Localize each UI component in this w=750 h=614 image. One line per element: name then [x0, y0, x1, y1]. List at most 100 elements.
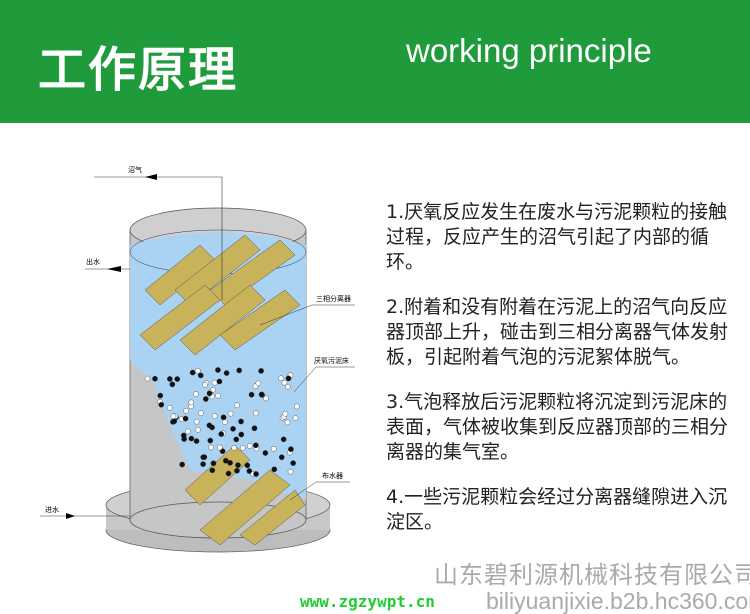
sludge-granule	[231, 445, 237, 451]
sludge-granule	[248, 391, 255, 398]
sludge-granule	[234, 402, 240, 409]
sludge-granule	[253, 410, 259, 417]
steps-list: 1.厌氧反应发生在废水与污泥颗粒的接触过程，反应产生的沼气引起了内部的循环。 2…	[386, 200, 734, 555]
sludge-granule	[179, 461, 185, 468]
sludge-granule	[278, 375, 284, 382]
sludge-granule	[292, 415, 299, 421]
sludge-granule	[288, 446, 294, 452]
title-chinese: 工作原理	[38, 42, 239, 98]
sludge-granule	[197, 372, 204, 379]
sludge-granule	[253, 442, 259, 449]
sludge-granule	[180, 432, 187, 439]
inlet-arrow-icon	[66, 513, 75, 519]
sludge-granule	[209, 467, 216, 474]
sludge-granule	[258, 391, 265, 398]
sludge-granule	[285, 383, 291, 390]
sludge-granule	[271, 466, 278, 473]
label-sludge-bed: 厌氧污泥床	[314, 356, 349, 365]
sludge-granule	[235, 462, 241, 468]
sludge-granule	[144, 375, 151, 382]
sludge-granule	[287, 468, 294, 475]
sludge-granule	[167, 376, 173, 382]
sludge-granule	[278, 454, 285, 461]
sludge-granule	[170, 413, 177, 420]
sludge-granule	[285, 375, 292, 382]
sludge-granule	[233, 436, 240, 443]
label-biogas: 沼气	[128, 165, 142, 174]
sludge-granule	[282, 410, 289, 417]
sludge-granule	[206, 422, 213, 429]
sludge-granule	[262, 450, 269, 456]
water-distributor	[184, 444, 306, 546]
sludge-granule	[284, 419, 291, 426]
sludge-granule	[281, 379, 288, 386]
uasb-reactor-diagram: 沼气 出水 三相分离器 厌氧污泥床 布水器 进水	[40, 165, 355, 553]
sludge-granule	[195, 426, 201, 433]
sludge-granule	[211, 413, 218, 419]
sludge-granule	[157, 392, 164, 399]
sludge-granule	[238, 431, 245, 438]
sludge-granule	[246, 468, 253, 474]
sludge-granule	[223, 370, 230, 376]
sludge-granule	[246, 443, 253, 449]
sludge-granule	[203, 396, 209, 402]
label-outlet: 出水	[86, 257, 100, 266]
watermark-url: www.zgzywpt.cn	[300, 592, 435, 611]
sludge-granule	[253, 471, 259, 477]
sludge-granule	[293, 403, 300, 410]
sludge-granules	[144, 367, 300, 477]
sludge-granule	[182, 415, 189, 422]
sludge-granule	[216, 444, 223, 451]
sludge-granule	[230, 426, 236, 432]
sludge-granule	[169, 381, 176, 388]
sludge-granule	[208, 444, 214, 451]
sludge-granule	[220, 414, 227, 421]
sludge-granule	[263, 395, 269, 402]
sludge-granule	[166, 404, 173, 411]
sludge-granule	[238, 418, 244, 425]
watermark-company: 山东碧利源机械科技有限公司	[434, 561, 750, 589]
sludge-granule	[240, 445, 246, 451]
sludge-granule	[251, 425, 258, 432]
sludge-granule	[210, 460, 217, 467]
sludge-granule	[171, 418, 178, 425]
sludge-granule	[188, 399, 194, 406]
sludge-granule	[244, 462, 251, 469]
sludge-granule	[206, 390, 213, 397]
sludge-granule	[258, 368, 264, 374]
header-banner: 工作原理 working principle	[0, 0, 750, 123]
step-3: 3.气泡释放后污泥颗粒将沉淀到污泥床的表面，气体被收集到反应器顶部的三相分离器的…	[386, 391, 729, 463]
sludge-granule	[193, 418, 200, 425]
biogas-arrow-icon	[145, 174, 157, 180]
sludge-granule	[270, 446, 277, 452]
sludge-granule	[236, 367, 243, 374]
label-inlet: 进水	[45, 505, 59, 514]
watermark-site: biliyuanjixie.b2b.hc360.com	[486, 588, 750, 614]
step-4: 4.一些污泥颗粒会经过分离器缝隙进入沉淀区。	[386, 486, 728, 533]
sludge-granule	[222, 419, 228, 425]
sludge-granule	[201, 454, 208, 460]
title-english: working principle	[406, 32, 652, 69]
sludge-granule	[234, 467, 240, 474]
sludge-granule	[227, 410, 234, 417]
outlet-arrow-icon	[107, 266, 121, 272]
sludge-granule	[218, 431, 225, 437]
step-1: 1.厌氧反应发生在废水与污泥颗粒的接触过程，反应产生的沼气引起了内部的循环。	[386, 201, 728, 273]
sludge-granule	[200, 461, 206, 467]
sludge-granule	[211, 379, 218, 386]
sludge-granule	[152, 375, 158, 382]
step-2: 2.附着和没有附着在污泥上的沼气向反应器顶部上升，碰击到三相分离器气体发射板，引…	[386, 296, 729, 368]
sludge-granule	[225, 470, 232, 477]
sludge-granule	[280, 436, 287, 443]
label-separator: 三相分离器	[316, 294, 351, 303]
sludge-granule	[207, 437, 214, 444]
sludge-granule	[174, 376, 181, 382]
sludge-granule	[255, 380, 262, 387]
sludge-granule	[290, 460, 296, 466]
sludge-granule	[216, 378, 223, 385]
sludge-granule	[184, 428, 191, 435]
sludge-granule	[195, 367, 201, 374]
sludge-granule	[193, 391, 199, 397]
sludge-granule	[223, 457, 229, 464]
sludge-granule	[215, 367, 221, 373]
